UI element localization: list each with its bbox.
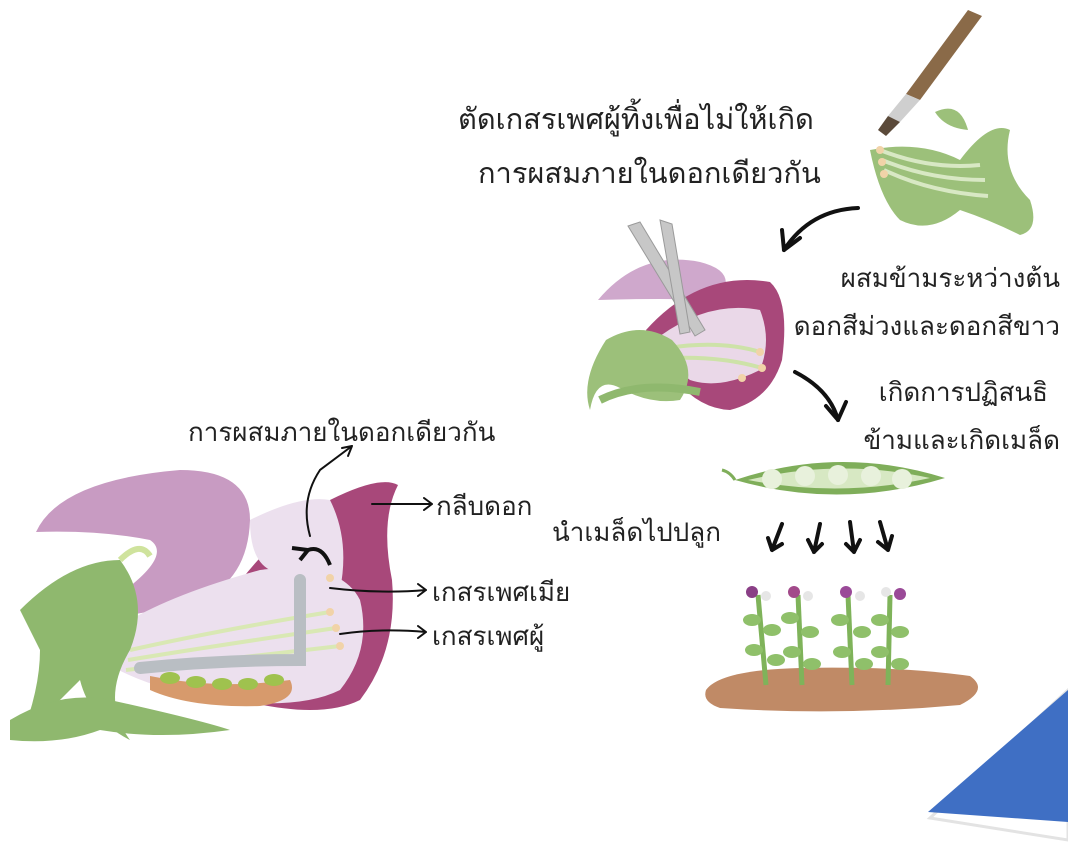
- pea-pod-illustration: [722, 462, 945, 495]
- label-cut-stamen-line1: ตัดเกสรเพศผู้ทิ้งเพื่อไม่ให้เกิด: [458, 96, 814, 142]
- label-stamen: เกสรเพศผู้: [432, 616, 544, 657]
- planted-seedlings-illustration: [705, 586, 978, 711]
- label-cross-line1: ผสมข้ามระหว่างต้น: [841, 258, 1060, 299]
- arrow-brush-to-cut: [782, 208, 858, 250]
- label-cut-stamen-line2: การผสมภายในดอกเดียวกัน: [478, 150, 821, 196]
- label-petal: กลีบดอก: [436, 486, 532, 527]
- label-pistil: เกสรเพศเมีย: [432, 572, 570, 613]
- paintbrush-illustration: [878, 10, 982, 136]
- arrows-to-plants: [768, 522, 892, 552]
- arrow-cut-to-pod: [795, 372, 846, 420]
- cut-flower-illustration: [587, 220, 784, 410]
- brushed-flower-illustration: [870, 109, 1033, 235]
- label-cross-line2: ดอกสีม่วงและดอกสีขาว: [794, 306, 1060, 347]
- label-fertilization-line2: ข้ามและเกิดเมล็ด: [863, 420, 1060, 461]
- flower-cross-section-illustration: [10, 470, 398, 741]
- label-plant-seeds: นำเมล็ดไปปลูก: [552, 512, 721, 553]
- corner-decoration: [928, 690, 1068, 840]
- label-fertilization-line1: เกิดการปฏิสนธิ: [879, 372, 1048, 413]
- label-self-pollination: การผสมภายในดอกเดียวกัน: [188, 412, 495, 453]
